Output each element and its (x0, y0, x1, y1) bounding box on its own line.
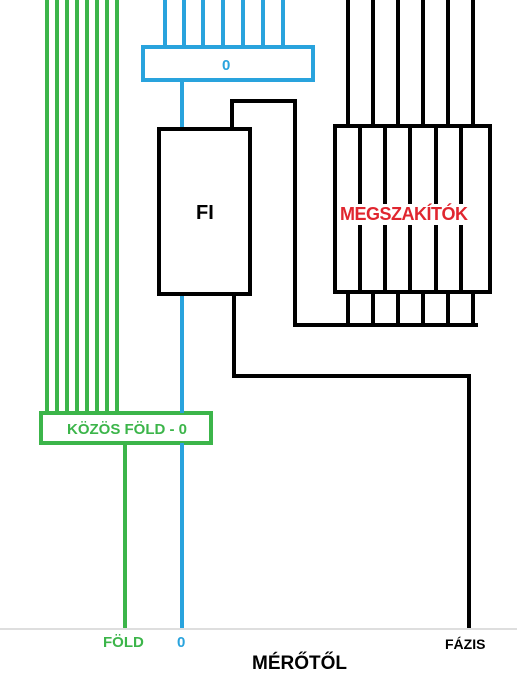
common-ground-label: KÖZÖS FÖLD - 0 (67, 421, 187, 438)
bottom-ground-label: FÖLD (103, 634, 144, 651)
ground-wires (45, 0, 119, 413)
phase-wiring (230, 99, 478, 628)
common-ground-bar (39, 411, 213, 445)
bottom-phase-label: FÁZIS (445, 636, 486, 652)
fi-box (157, 127, 252, 296)
breaker-output-wires (346, 0, 475, 126)
fi-label: FI (196, 202, 214, 224)
bottom-neutral-label: 0 (177, 634, 186, 651)
breaker-input-stubs (346, 292, 475, 325)
meter-caption: MÉRŐTŐL (252, 653, 347, 674)
breakers-label: MEGSZAKÍTÓK (339, 204, 469, 225)
neutral-bar-label: 0 (222, 57, 231, 74)
neutral-bar (141, 45, 315, 82)
neutral-wires-top (163, 0, 285, 47)
